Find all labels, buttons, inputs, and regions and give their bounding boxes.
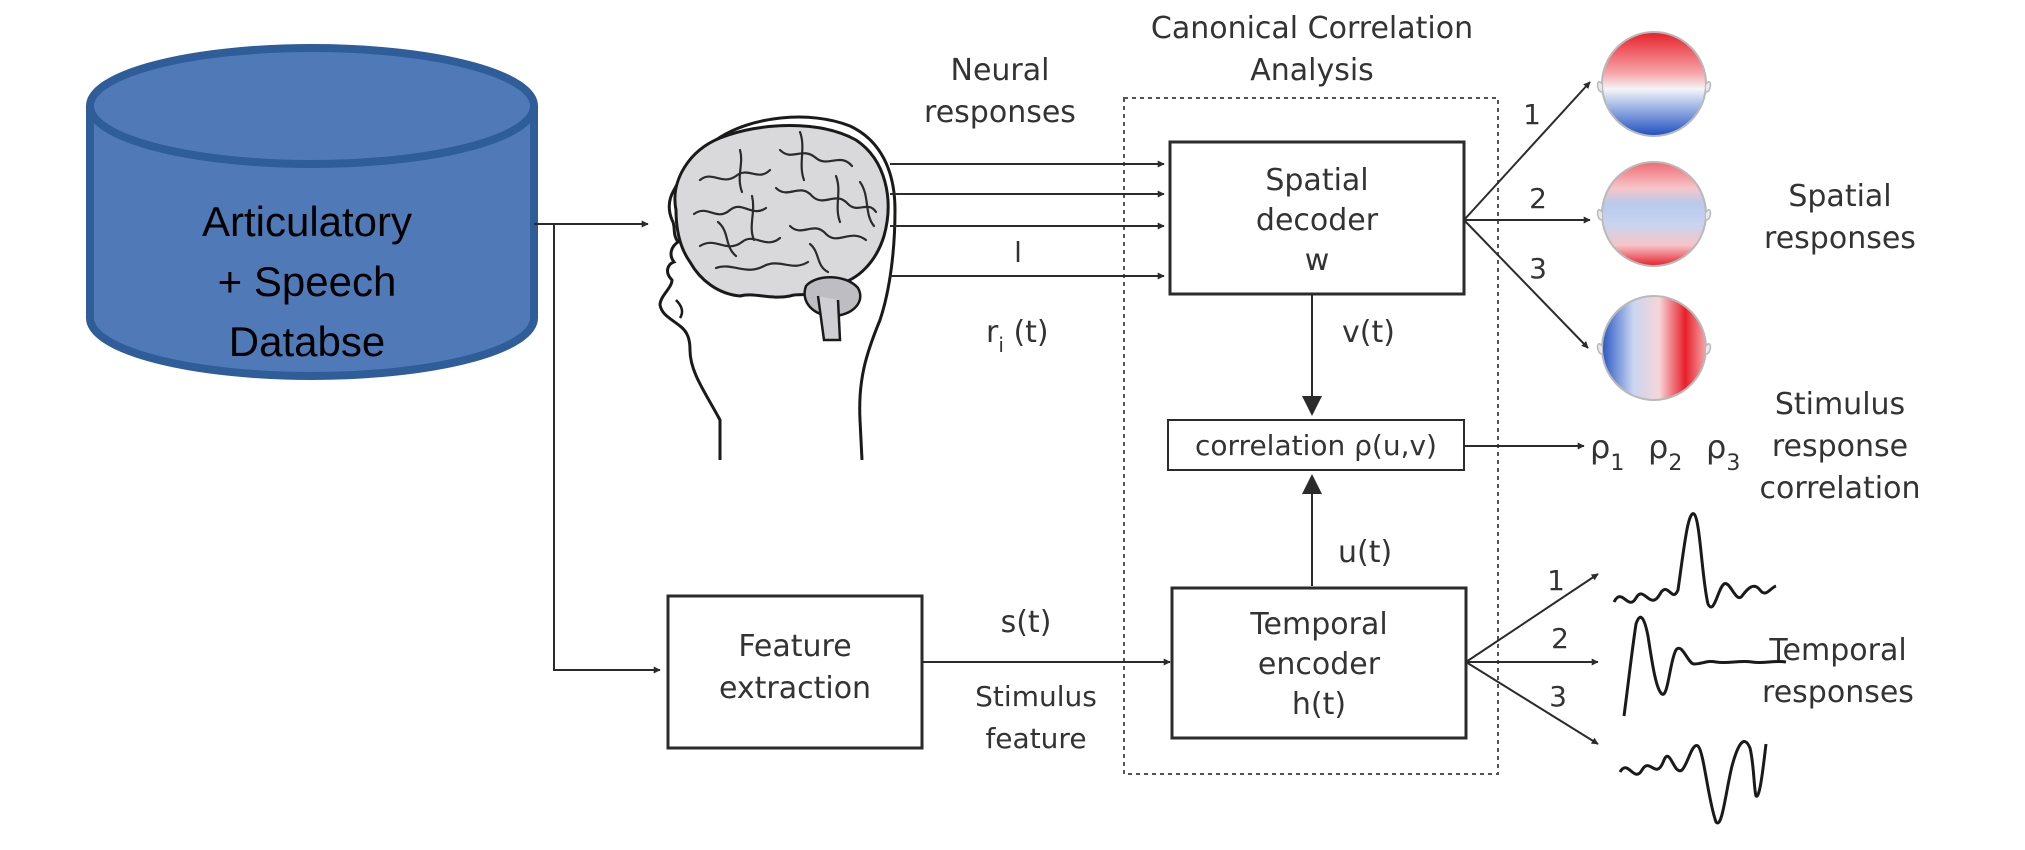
neural-signal-subscript: i: [998, 333, 1004, 357]
feature-extraction-line1: Feature: [738, 629, 851, 664]
neural-signal-r: r: [986, 315, 999, 350]
neural-responses-line2: responses: [924, 95, 1076, 130]
rho-1-index: 1: [1610, 451, 1624, 476]
temporal-output-3: 3: [1549, 680, 1567, 713]
rho-2-index: 2: [1668, 451, 1682, 476]
neural-channel-arrows: [890, 160, 1165, 280]
spatial-decoder-line3: w: [1305, 243, 1330, 278]
brain-head-icon: [658, 115, 897, 461]
channel-index-label: l: [1014, 236, 1022, 269]
temporal-output-2: 2: [1551, 622, 1569, 655]
temporal-responses-line1: Temporal: [1768, 633, 1906, 668]
database-label-line3: Databse: [229, 318, 385, 365]
cca-title-line1: Canonical Correlation: [1151, 11, 1473, 46]
temporal-wave-1: [1612, 512, 1777, 609]
neural-responses-line1: Neural: [951, 53, 1050, 88]
neural-signal-label: ri (t): [986, 315, 1049, 357]
temporal-output-arrows: [1465, 573, 1599, 745]
spatial-decoder-line2: decoder: [1256, 203, 1379, 238]
spatial-decoder-box: Spatial decoder w: [1168, 140, 1466, 296]
stimulus-correlation-line3: correlation: [1760, 471, 1921, 506]
stimulus-correlation-line2: response: [1772, 429, 1908, 464]
u-signal-label: u(t): [1338, 535, 1392, 570]
temporal-encoder-box: Temporal encoder h(t): [1170, 586, 1468, 740]
s-signal-label: s(t): [1001, 605, 1052, 640]
cca-title-line2: Analysis: [1250, 53, 1374, 88]
feature-extraction-box: Feature extraction: [666, 594, 924, 750]
rho-1-symbol: ρ: [1590, 428, 1610, 466]
rho-1: ρ1: [1590, 428, 1624, 476]
correlation-box: correlation ρ(u,v): [1167, 419, 1465, 471]
neural-signal-t: (t): [1004, 315, 1049, 350]
spatial-output-arrows: [1463, 81, 1591, 349]
spatial-output-2: 2: [1529, 182, 1547, 215]
temporal-encoder-line3: h(t): [1292, 687, 1346, 722]
temporal-encoder-line1: Temporal: [1249, 607, 1387, 642]
rho-values: ρ1 ρ2 ρ3: [1590, 428, 1740, 476]
speech-database-cylinder: Articulatory + Speech Databse: [86, 44, 538, 380]
stimulus-feature-line1: Stimulus: [975, 680, 1097, 713]
temporal-wave-3: [1618, 740, 1768, 825]
cca-frame: [1123, 97, 1499, 775]
v-signal-label: v(t): [1342, 315, 1395, 350]
rho-2: ρ2: [1648, 428, 1682, 476]
temporal-wave-2: [1622, 615, 1787, 717]
spatial-output-3: 3: [1529, 252, 1547, 285]
database-label-line2: + Speech: [218, 258, 397, 305]
feature-extraction-line2: extraction: [719, 671, 871, 706]
rho-2-symbol: ρ: [1648, 428, 1668, 466]
temporal-encoder-line2: encoder: [1258, 647, 1381, 682]
spatial-responses-line2: responses: [1764, 221, 1916, 256]
rho-3-symbol: ρ: [1706, 428, 1726, 466]
temporal-responses-line2: responses: [1762, 675, 1914, 710]
topo-map-3: [1596, 295, 1712, 401]
stimulus-feature-line2: feature: [985, 722, 1086, 755]
stimulus-correlation-line1: Stimulus: [1775, 387, 1905, 422]
rho-3-index: 3: [1726, 451, 1740, 476]
spatial-decoder-line1: Spatial: [1265, 163, 1368, 198]
spatial-responses-line1: Spatial: [1788, 179, 1891, 214]
rho-3: ρ3: [1706, 428, 1740, 476]
database-connectors: [534, 220, 661, 674]
temporal-output-1: 1: [1547, 564, 1565, 597]
database-label-line1: Articulatory: [202, 198, 412, 245]
topo-map-2: [1596, 161, 1712, 267]
correlation-label: correlation ρ(u,v): [1195, 429, 1437, 462]
topo-map-1: [1596, 31, 1712, 137]
spatial-output-1: 1: [1523, 98, 1541, 131]
